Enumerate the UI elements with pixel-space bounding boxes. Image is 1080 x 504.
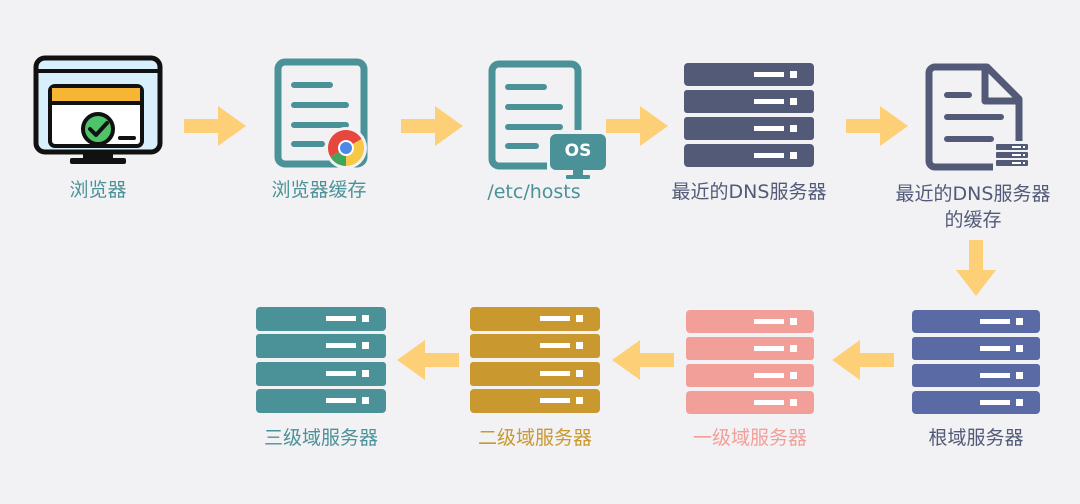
dns-cache-label-line1: 最近的DNS服务器 [895,183,1051,205]
browser-cache-label: 浏览器缓存 [271,179,367,201]
arrow-down-icon [956,240,996,296]
arrow-right-icon [184,106,246,146]
hosts-file-icon [488,60,612,184]
nearest-dns-label: 最近的DNS服务器 [671,181,827,203]
second-level-server-icon [470,307,600,413]
root-server-icon [912,310,1040,414]
browser-cache-icon [274,58,372,170]
arrow-right-icon [606,106,668,146]
os-badge: OS [564,141,592,161]
arrow-left-icon [832,340,894,380]
first-level-server-label: 一级域服务器 [692,427,807,449]
root-server-label: 根域服务器 [928,427,1024,449]
nearest-dns-server-icon [684,63,814,167]
arrow-left-icon [397,340,459,380]
third-level-server-icon [256,307,386,413]
hosts-label: /etc/hosts [487,181,581,203]
arrow-left-icon [612,340,674,380]
browser-label: 浏览器 [69,179,127,201]
browser-icon [30,52,166,170]
dns-cache-label-line2: 的缓存 [944,209,1002,231]
arrow-right-icon [401,106,463,146]
third-level-server-label: 三级域服务器 [263,427,378,449]
chrome-logo-icon [327,130,365,166]
first-level-server-icon [686,310,814,414]
arrow-right-icon [846,106,908,146]
second-level-server-label: 二级域服务器 [477,427,592,449]
dns-cache-file-icon [925,63,1035,173]
